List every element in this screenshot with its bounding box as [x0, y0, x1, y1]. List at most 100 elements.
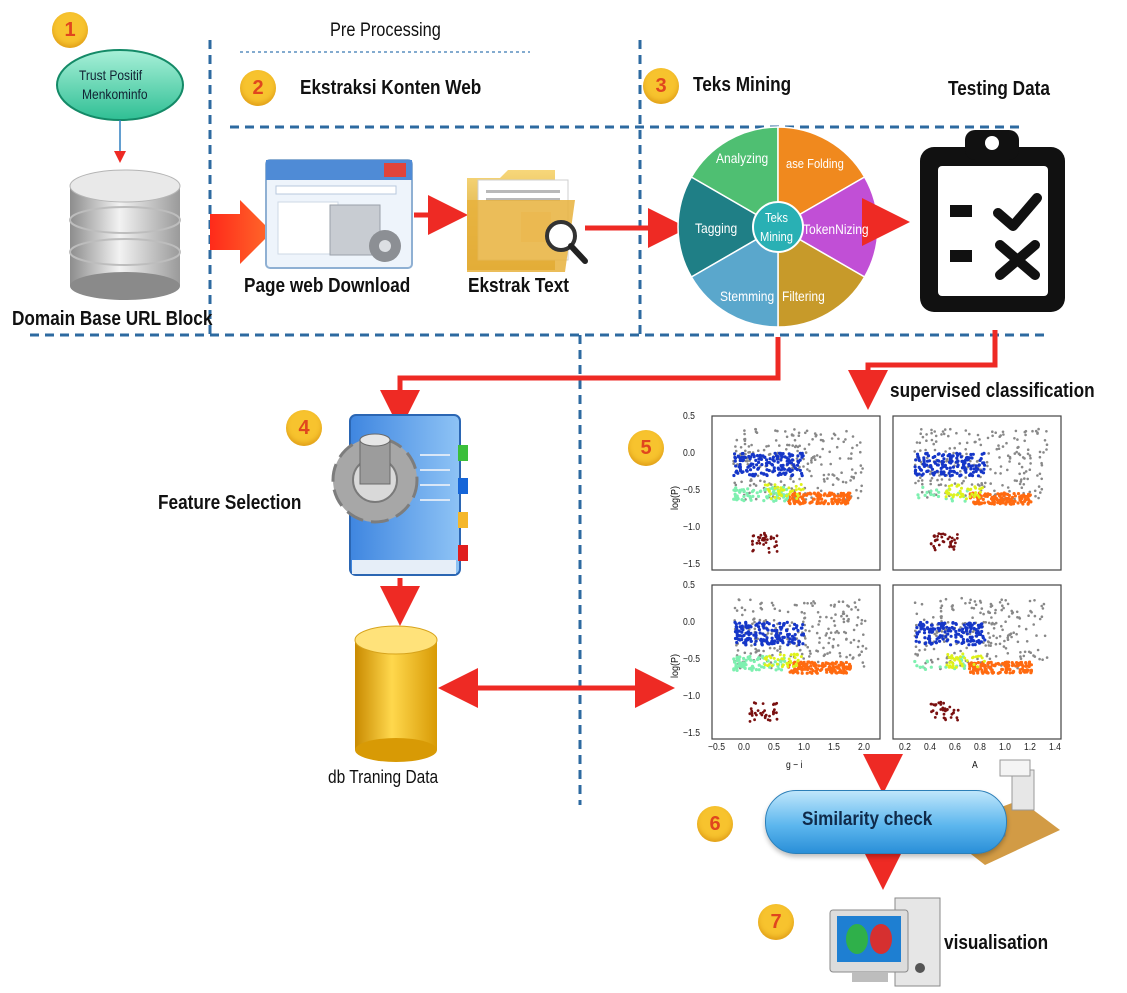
scatter-point [789, 490, 793, 494]
scatter-point [823, 500, 827, 504]
scatter-point [935, 469, 939, 473]
scatter-point [735, 657, 739, 661]
scatter-point [923, 628, 927, 632]
scatter-point [765, 463, 769, 467]
scatter-point [770, 462, 774, 466]
scatter-point [936, 452, 940, 456]
scatter-point [764, 541, 768, 544]
scatter-point [797, 487, 801, 491]
scatter-point [844, 660, 849, 665]
scatter-point [751, 622, 754, 626]
scatter-point [748, 720, 752, 723]
scatter-point [986, 640, 990, 643]
scatter-point [733, 488, 737, 493]
scatter-point [922, 464, 927, 468]
scatter-point [1035, 634, 1038, 637]
scatter-point [847, 457, 850, 460]
scatter-point [780, 625, 784, 630]
scatter-point [840, 471, 843, 475]
scatter-point [971, 656, 974, 660]
scatter-point [957, 628, 962, 632]
scatter-point [1028, 599, 1032, 603]
scatter-point [828, 491, 832, 495]
scatter-point [793, 428, 796, 431]
scatter-point [978, 599, 982, 603]
scatter-point [980, 670, 984, 674]
scatter-point [734, 464, 738, 468]
scatter-point [754, 651, 758, 654]
x-tick-label: −0.5 [708, 742, 725, 753]
scatter-point [779, 464, 783, 468]
scatter-point [930, 428, 933, 432]
scatter-point [949, 716, 953, 719]
scatter-point [968, 632, 972, 636]
scatter-point [994, 431, 997, 435]
scatter-point [738, 621, 742, 625]
scatter-point [828, 636, 831, 640]
scatter-point [1026, 448, 1030, 452]
scatter-point [1014, 429, 1018, 433]
scatter-point [829, 462, 832, 466]
scatter-point [914, 468, 918, 472]
scatter-point [1026, 477, 1029, 481]
scatter-point [946, 632, 950, 636]
scatter-point [970, 483, 974, 486]
scatter-point [955, 632, 959, 636]
scatter-point [785, 620, 789, 625]
scatter-point [733, 481, 736, 485]
scatter-point [790, 621, 794, 624]
scatter-point [1008, 671, 1012, 675]
scatter-point [1015, 632, 1018, 636]
scatter-point [989, 482, 992, 485]
scatter-point [746, 487, 750, 491]
scatter-point [763, 487, 767, 491]
scatter-point [809, 661, 813, 665]
scatter-point [735, 634, 739, 638]
scatter-point [765, 495, 769, 499]
scatter-point [758, 457, 762, 461]
scatter-point [733, 452, 737, 456]
scatter-point [936, 478, 939, 482]
scatter-point [740, 480, 743, 484]
preprocessing-title: Pre Processing [330, 20, 441, 41]
scatter-point [1010, 495, 1015, 499]
scatter-point [1033, 599, 1036, 602]
scatter-point [939, 466, 943, 470]
scatter-point [997, 671, 1001, 675]
scatter-point [933, 627, 937, 631]
scatter-point [788, 637, 792, 641]
scatter-point [830, 437, 834, 440]
scatter-point [986, 492, 990, 496]
scatter-point [1028, 490, 1032, 494]
scatter-point [758, 631, 762, 635]
scatter-point [792, 480, 795, 483]
scatter-point [976, 657, 979, 661]
y-tick-label: −1.5 [683, 728, 700, 739]
scatter-point [999, 472, 1002, 475]
scatter-point [748, 624, 752, 628]
scatter-point [774, 668, 778, 672]
wheel-segment-case-folding: ase Folding [786, 156, 844, 171]
scatter-point [947, 484, 951, 488]
scatter-point [797, 434, 801, 438]
scatter-point [770, 632, 773, 636]
wheel-center-line2: Mining [760, 229, 793, 244]
scatter-point [998, 601, 1002, 604]
scatter-point [796, 494, 800, 498]
scatter-point [955, 471, 959, 475]
scatter-point [1024, 470, 1028, 473]
scatter-point [812, 600, 815, 603]
scatter-point [929, 623, 934, 627]
scatter-point [810, 474, 813, 478]
plot-xlabel-right: A [972, 760, 978, 771]
scatter-point [997, 662, 1001, 666]
scatter-point [848, 662, 852, 667]
scatter-point [992, 634, 995, 638]
scatter-point [976, 483, 980, 486]
scatter-point [787, 501, 792, 505]
scatter-point [976, 474, 981, 478]
scatter-point [774, 429, 777, 432]
scatter-point [953, 482, 957, 485]
scatter-point [804, 637, 807, 640]
computer-visualisation-icon [829, 897, 941, 987]
